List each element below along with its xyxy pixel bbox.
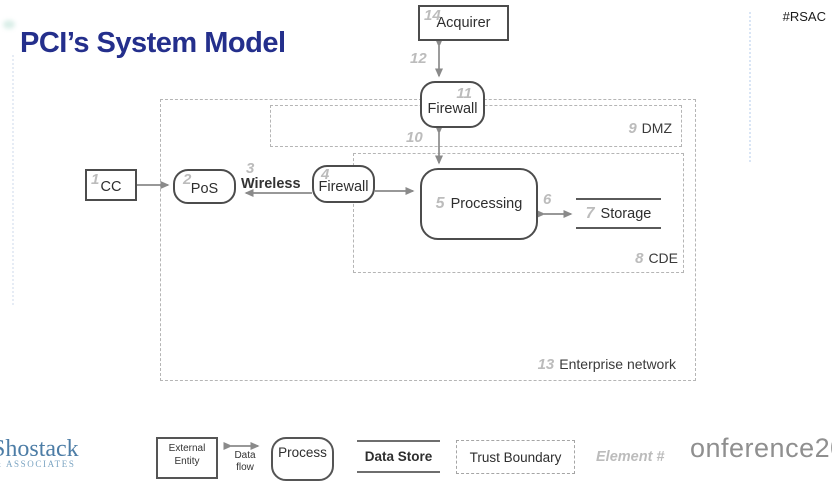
element-number: 10	[406, 129, 423, 146]
element-number: 1	[91, 171, 100, 188]
node-firewall-dmz: 11 Firewall	[420, 81, 485, 128]
trust-boundary-cde	[353, 153, 684, 273]
template-dotted-line-right	[749, 12, 751, 162]
element-number: 3	[246, 160, 255, 177]
node-pos: 2 PoS	[173, 169, 236, 204]
legend-external-entity: External Entity	[156, 437, 218, 479]
legend-process: Process	[271, 437, 334, 481]
node-processing: 5 Processing	[420, 168, 538, 240]
rsac-hashtag: #RSAC	[782, 9, 826, 24]
element-number: 4	[321, 166, 330, 183]
element-number: 6	[543, 191, 552, 208]
legend-data-store: Data Store	[357, 440, 440, 473]
legend-data-flow-label: Data flow	[234, 450, 256, 473]
element-number: 13	[537, 356, 555, 373]
template-dotted-line-left	[12, 55, 14, 305]
node-acquirer: 14 Acquirer	[418, 5, 509, 41]
shostack-logo-subtitle: & ASSOCIATES	[0, 459, 76, 469]
element-number: 5	[435, 195, 445, 212]
legend-trust-boundary: Trust Boundary	[456, 440, 575, 474]
wireless-flow-label: Wireless	[241, 176, 301, 192]
legend-element-number: Element #	[596, 449, 665, 465]
shostack-logo: Shostack	[0, 436, 79, 462]
element-number: 2	[183, 171, 192, 188]
element-number: 11	[456, 85, 472, 102]
element-number: 14	[424, 7, 441, 24]
slide-title: PCI’s System Model	[20, 27, 286, 59]
element-number: 8	[635, 250, 644, 267]
element-number: 9	[628, 120, 637, 137]
node-storage-data-store: 7 Storage	[576, 198, 661, 229]
template-smudge	[3, 20, 15, 29]
rsa-conference-watermark: onference2021	[690, 433, 832, 463]
node-cc: 1 CC	[85, 169, 137, 201]
element-number: 7	[585, 204, 595, 222]
node-firewall-inner: 4 Firewall	[312, 165, 375, 203]
element-number: 12	[410, 50, 427, 67]
